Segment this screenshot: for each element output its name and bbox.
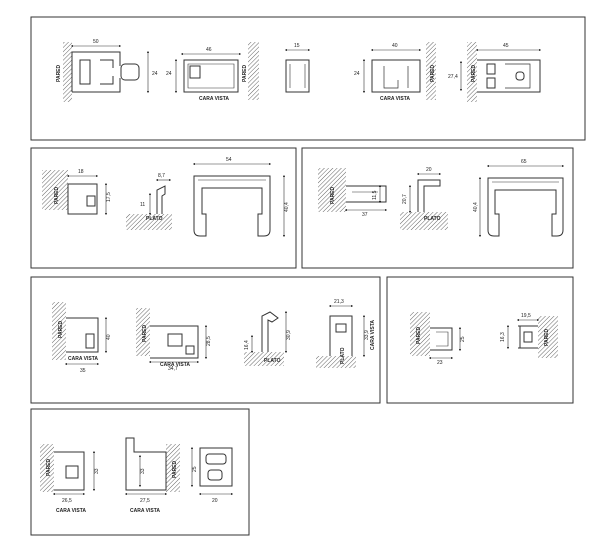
profile-4b xyxy=(136,308,208,364)
p6-label-cara-vista-2: CARA VISTA xyxy=(130,508,160,514)
profile-6c xyxy=(190,446,234,496)
p1-dim-width-3: 15 xyxy=(294,43,300,49)
p4-dim-width-3: 21,3 xyxy=(334,299,344,305)
panel-1-frame xyxy=(30,16,586,141)
profile-2a xyxy=(42,170,108,216)
p1-dim-width-1: 50 xyxy=(93,39,99,45)
p1-dim-height-5: 27,4 xyxy=(448,74,458,80)
p4-dim-height-2: 28,5 xyxy=(206,336,212,346)
panel-4-frame xyxy=(30,276,381,404)
profile-3a xyxy=(318,168,388,212)
p2-label-plato: PLATO xyxy=(146,216,163,222)
profile-5a xyxy=(410,312,462,360)
p6-label-pared-1: PARED xyxy=(46,458,52,476)
p3-dim-width-1: 20 xyxy=(426,167,432,173)
p5-label-pared-1: PARED xyxy=(416,326,422,344)
p1-label-pared-4: PARED xyxy=(471,64,477,82)
profile-1a xyxy=(63,42,150,102)
p4-dim-height-1: 40 xyxy=(106,334,112,340)
profile-4a xyxy=(52,302,108,366)
p4-label-cara-vista-1: CARA VISTA xyxy=(68,356,98,362)
p5-dim-width-2: 19,5 xyxy=(521,313,531,319)
p2-dim-height-3: 40,4 xyxy=(284,202,290,212)
p1-dim-height-4: 24 xyxy=(354,71,360,77)
p5-dim-height-1: 25 xyxy=(460,336,466,342)
p5-dim-height-2: 16,3 xyxy=(500,332,506,342)
profile-2c xyxy=(192,162,286,238)
p6-dim-height-2: 33 xyxy=(140,468,146,474)
profile-4d xyxy=(316,304,366,368)
p6-dim-height-1: 33 xyxy=(94,468,100,474)
p6-dim-width-2: 27,5 xyxy=(140,498,150,504)
p6-dim-height-3: 25 xyxy=(192,466,198,472)
panel-3-frame xyxy=(301,147,574,269)
p2-dim-width-1: 18 xyxy=(78,169,84,175)
p3-label-plato: PLATO xyxy=(424,216,441,222)
p3-dim-width-3: 65 xyxy=(521,159,527,165)
p3-dim-height-2: 11,5 xyxy=(372,190,378,200)
panel-2-frame xyxy=(30,147,297,269)
profile-2b xyxy=(126,178,172,230)
profile-1c xyxy=(284,48,311,93)
p2-dim-height-2: 11 xyxy=(140,202,145,208)
profile-6b xyxy=(124,437,180,496)
p4-dim-width-2: 34,7 xyxy=(168,366,178,372)
p3-dim-width-2: 37 xyxy=(362,212,368,218)
profile-1d xyxy=(362,42,436,100)
profile-4c xyxy=(244,310,288,366)
p1-dim-height-1: 24 xyxy=(152,71,158,77)
profile-3b xyxy=(400,172,448,230)
p2-dim-width-3: 54 xyxy=(226,157,232,163)
p4-label-plato-2: PLATO xyxy=(340,347,346,364)
profile-5b xyxy=(506,316,558,358)
p1-dim-height-2: 24 xyxy=(166,71,172,77)
profile-3c xyxy=(478,164,565,238)
p1-label-pared-3: PARED xyxy=(430,64,436,82)
p4-dim-height-5: 33,9 xyxy=(364,330,370,340)
p5-label-pared-2: PARED xyxy=(544,328,550,346)
profile-1b xyxy=(174,42,259,100)
profile-6a xyxy=(40,444,96,496)
p6-dim-width-1: 26,5 xyxy=(62,498,72,504)
p1-label-cara-vista-1: CARA VISTA xyxy=(199,96,229,102)
p4-label-plato-1: PLATO xyxy=(264,358,281,364)
panel-5-frame xyxy=(386,276,574,404)
p3-dim-height-1: 20,7 xyxy=(402,194,408,204)
p5-dim-width-1: 23 xyxy=(437,360,443,366)
p2-dim-height-1: 17,5 xyxy=(106,192,112,202)
p1-dim-width-5: 45 xyxy=(503,43,509,49)
p4-label-cara-vista-3: CARA VISTA xyxy=(370,320,376,350)
p4-dim-width-1: 35 xyxy=(80,368,86,374)
p4-label-pared-2: PARED xyxy=(142,324,148,342)
p4-label-pared-1: PARED xyxy=(58,320,64,338)
p2-label-pared: PARED xyxy=(54,186,60,204)
panel-6-frame xyxy=(30,408,250,536)
p1-dim-width-2: 46 xyxy=(206,47,212,53)
p1-label-pared-1: PARED xyxy=(56,64,62,82)
p4-dim-height-4: 30,9 xyxy=(286,330,292,340)
p2-dim-width-2: 8,7 xyxy=(158,173,165,179)
p3-label-pared: PARED xyxy=(330,186,336,204)
p6-label-pared-2: PARED xyxy=(172,460,178,478)
p1-dim-width-4: 40 xyxy=(392,43,398,49)
p6-label-cara-vista-1: CARA VISTA xyxy=(56,508,86,514)
p1-label-pared-2: PARED xyxy=(242,64,248,82)
p1-label-cara-vista-2: CARA VISTA xyxy=(380,96,410,102)
p4-dim-height-3: 16,4 xyxy=(244,340,250,350)
p4-label-cara-vista-2: CARA VISTA xyxy=(160,362,190,368)
p3-dim-height-3: 40,4 xyxy=(473,202,479,212)
profile-1e xyxy=(459,42,542,102)
p6-dim-width-3: 20 xyxy=(212,498,218,504)
